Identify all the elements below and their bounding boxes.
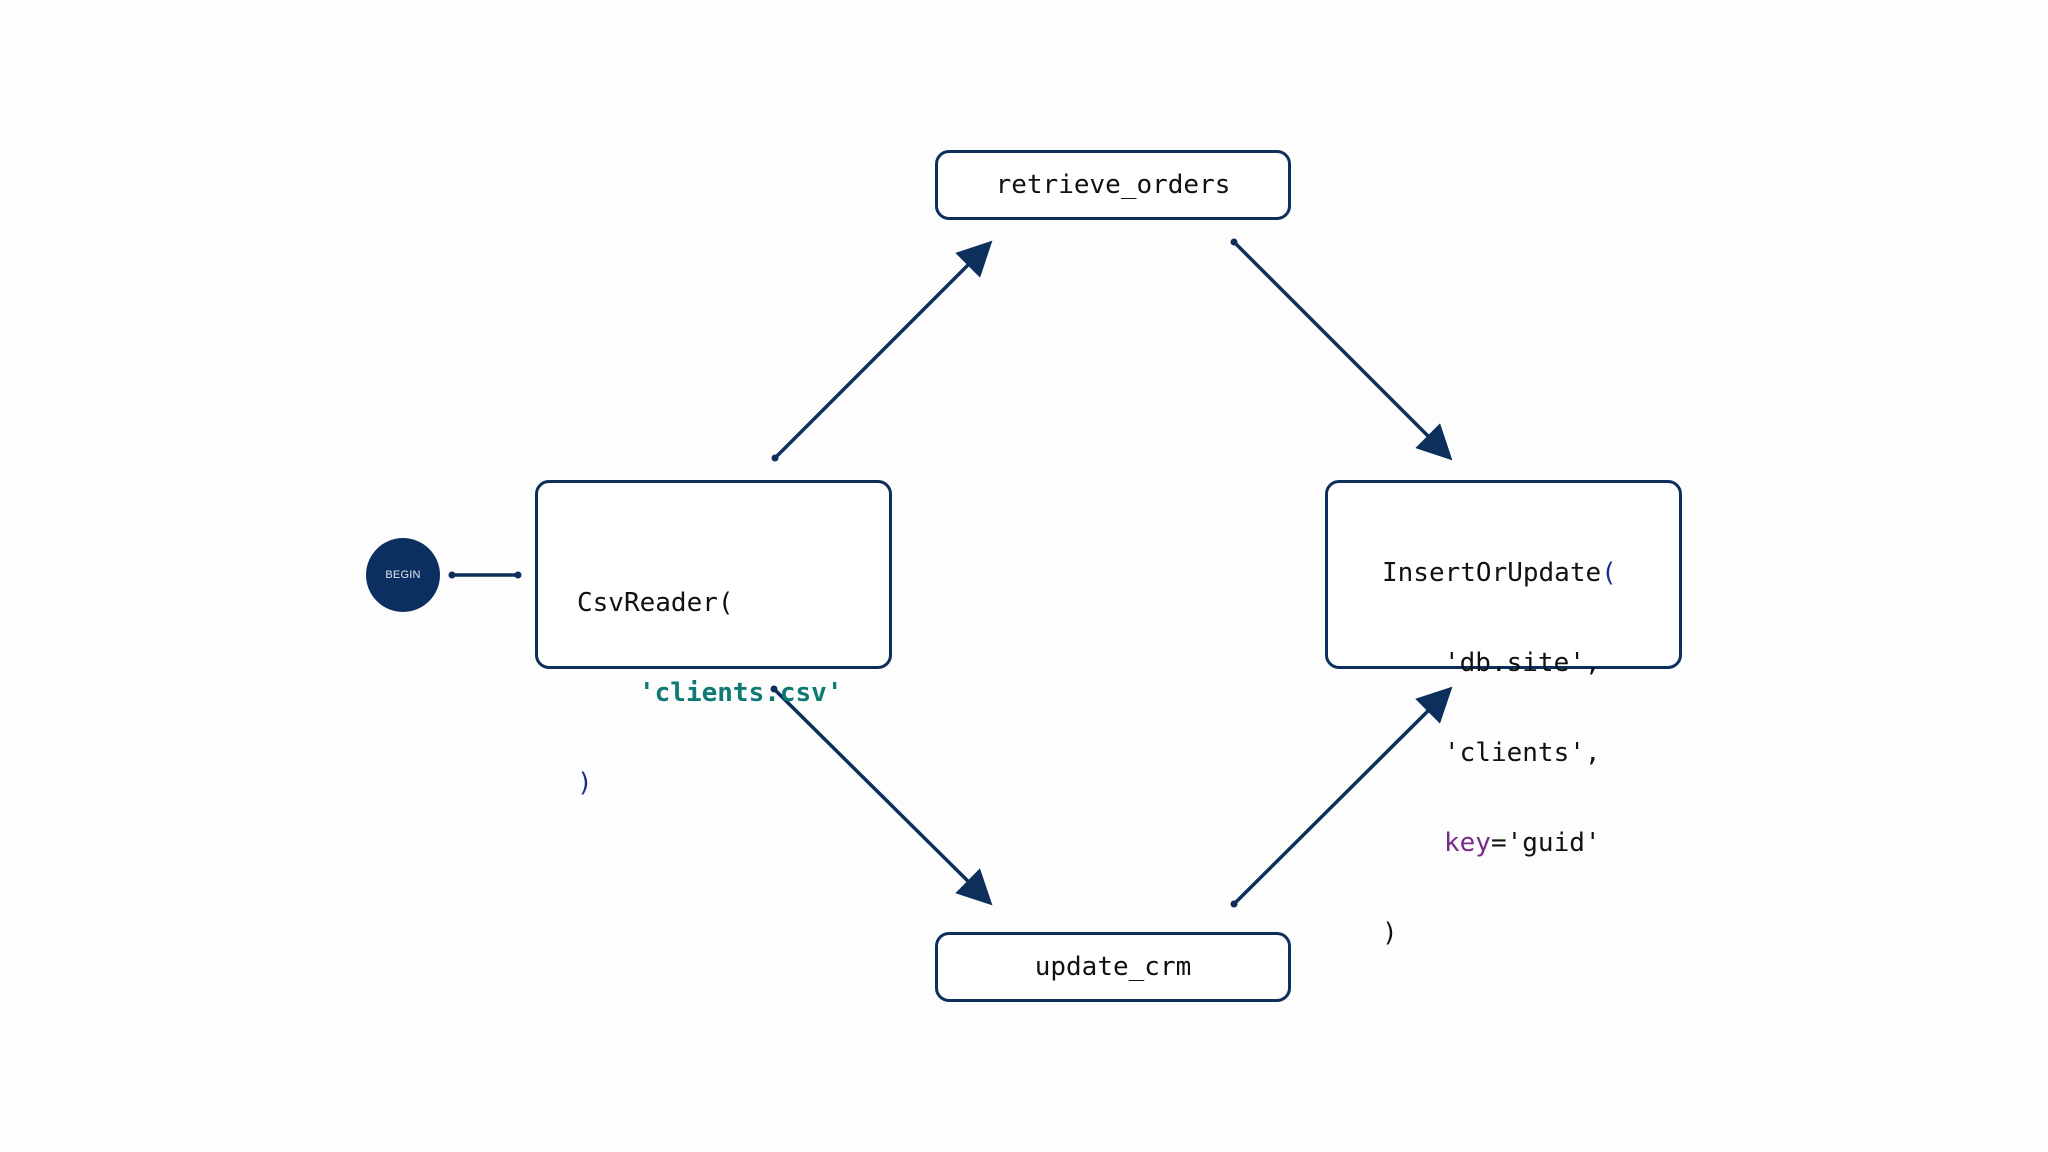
edge-update-crm-to-insertorupdate — [1232, 686, 1453, 906]
edge-csvreader-to-update-crm — [772, 687, 993, 906]
insert-or-update-arg1: 'db.site', — [1444, 648, 1601, 678]
edge-begin-end-dot — [514, 571, 522, 579]
insert-or-update-open-paren: ( — [1601, 558, 1617, 588]
csv-reader-close-paren: ) — [577, 768, 593, 798]
update-crm-label: update_crm — [1034, 952, 1192, 982]
insert-or-update-line-4: key='guid' — [1382, 828, 1617, 858]
edge-csvreader-update-start-dot — [770, 685, 778, 693]
csv-reader-open-paren: ( — [717, 588, 734, 618]
insert-or-update-close-paren: ) — [1382, 918, 1398, 948]
edge-retrieve-orders-to-insertorupdate — [1232, 240, 1453, 461]
edge-csvreader-to-retrieve-orders — [773, 240, 993, 460]
begin-label: BEGIN — [385, 569, 421, 581]
retrieve-orders-label: retrieve_orders — [995, 170, 1231, 200]
insert-or-update-line-1: InsertOrUpdate( — [1382, 558, 1617, 588]
node-retrieve-orders[interactable]: retrieve_orders — [935, 150, 1291, 220]
csv-reader-arg: 'clients.csv' — [639, 678, 843, 708]
csv-reader-code: CsvReader( 'clients.csv' ) — [577, 528, 843, 858]
node-update-crm[interactable]: update_crm — [935, 932, 1291, 1002]
node-csv-reader[interactable]: CsvReader( 'clients.csv' ) — [535, 480, 892, 798]
csv-reader-line-2: 'clients.csv' — [577, 678, 843, 708]
insert-or-update-line-3: 'clients', — [1382, 738, 1617, 768]
edge-begin-start-dot — [448, 571, 456, 579]
csv-reader-call: CsvReader — [577, 588, 718, 618]
insert-or-update-arg2: 'clients', — [1444, 738, 1601, 768]
edge-update-insert-start-dot — [1230, 900, 1238, 908]
insert-or-update-kw-val: 'guid' — [1506, 828, 1601, 858]
node-insert-or-update[interactable]: InsertOrUpdate( 'db.site', 'clients', ke… — [1325, 480, 1682, 948]
insert-or-update-kw: key — [1444, 828, 1491, 858]
insert-or-update-line-2: 'db.site', — [1382, 648, 1617, 678]
insert-or-update-call: InsertOrUpdate — [1382, 558, 1602, 588]
edge-retrieve-insert-start-dot — [1230, 238, 1238, 246]
insert-or-update-code: InsertOrUpdate( 'db.site', 'clients', ke… — [1382, 498, 1617, 1008]
csv-reader-line-1: CsvReader( — [577, 588, 843, 618]
edge-csvreader-retrieve-start-dot — [771, 454, 779, 462]
insert-or-update-kw-eq: = — [1490, 828, 1507, 858]
begin-node[interactable]: BEGIN — [366, 538, 440, 612]
